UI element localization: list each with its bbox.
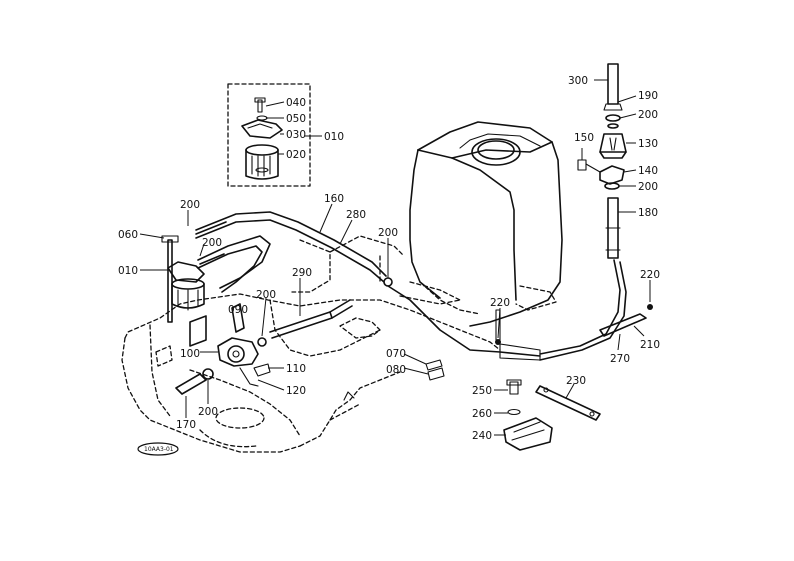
right-filter-stack xyxy=(577,63,627,259)
callout-200: 200 xyxy=(202,237,222,249)
callout-010-inset: 010 xyxy=(324,131,344,143)
callout-170: 170 xyxy=(176,419,196,431)
callout-230: 230 xyxy=(566,375,586,387)
callout-200: 200 xyxy=(638,109,658,121)
callout-050: 050 xyxy=(286,113,306,125)
callout-130: 130 xyxy=(638,138,658,150)
callout-190: 190 xyxy=(638,90,658,102)
callout-220: 220 xyxy=(640,269,660,281)
callout-240: 240 xyxy=(472,430,492,442)
callout-070: 070 xyxy=(386,348,406,360)
callout-200: 200 xyxy=(638,181,658,193)
callout-300: 300 xyxy=(568,75,588,87)
callout-220: 220 xyxy=(490,297,510,309)
callout-010: 010 xyxy=(118,265,138,277)
callout-200: 200 xyxy=(180,199,200,211)
callout-200: 200 xyxy=(256,289,276,301)
callout-280: 280 xyxy=(346,209,366,221)
clamp-070-080 xyxy=(425,359,445,381)
return-pipe xyxy=(495,304,653,345)
leader-lines xyxy=(139,79,651,436)
callout-140: 140 xyxy=(638,165,658,177)
bottom-small-parts xyxy=(503,379,601,451)
callout-090: 090 xyxy=(228,304,248,316)
callout-100: 100 xyxy=(180,348,200,360)
callout-060: 060 xyxy=(118,229,138,241)
callout-260: 260 xyxy=(472,408,492,420)
callout-120: 120 xyxy=(286,385,306,397)
fuel-pump xyxy=(175,303,271,395)
drawing-number-stamp: 10AA3-01 xyxy=(137,442,179,456)
tractor-frame-outline xyxy=(121,235,557,453)
callout-labels: 300 190 200 130 150 140 200 180 040 050 … xyxy=(118,75,660,442)
fuel-filter-assembly xyxy=(161,235,205,323)
callout-290: 290 xyxy=(292,267,312,279)
callout-210: 210 xyxy=(640,339,660,351)
callout-160: 160 xyxy=(324,193,344,205)
callout-080: 080 xyxy=(386,364,406,376)
inset-filter-assembly xyxy=(227,83,311,187)
callout-030: 030 xyxy=(286,129,306,141)
callout-040: 040 xyxy=(286,97,306,109)
callout-110: 110 xyxy=(286,363,306,375)
callout-180: 180 xyxy=(638,207,658,219)
callout-270: 270 xyxy=(610,353,630,365)
fuel-tank xyxy=(409,121,563,327)
callout-250: 250 xyxy=(472,385,492,397)
fuel-hoses xyxy=(195,211,627,361)
callout-020: 020 xyxy=(286,149,306,161)
callout-150: 150 xyxy=(574,132,594,144)
stamp-text: 10AA3-01 xyxy=(144,446,174,453)
callout-200: 200 xyxy=(378,227,398,239)
callout-200: 200 xyxy=(198,406,218,418)
